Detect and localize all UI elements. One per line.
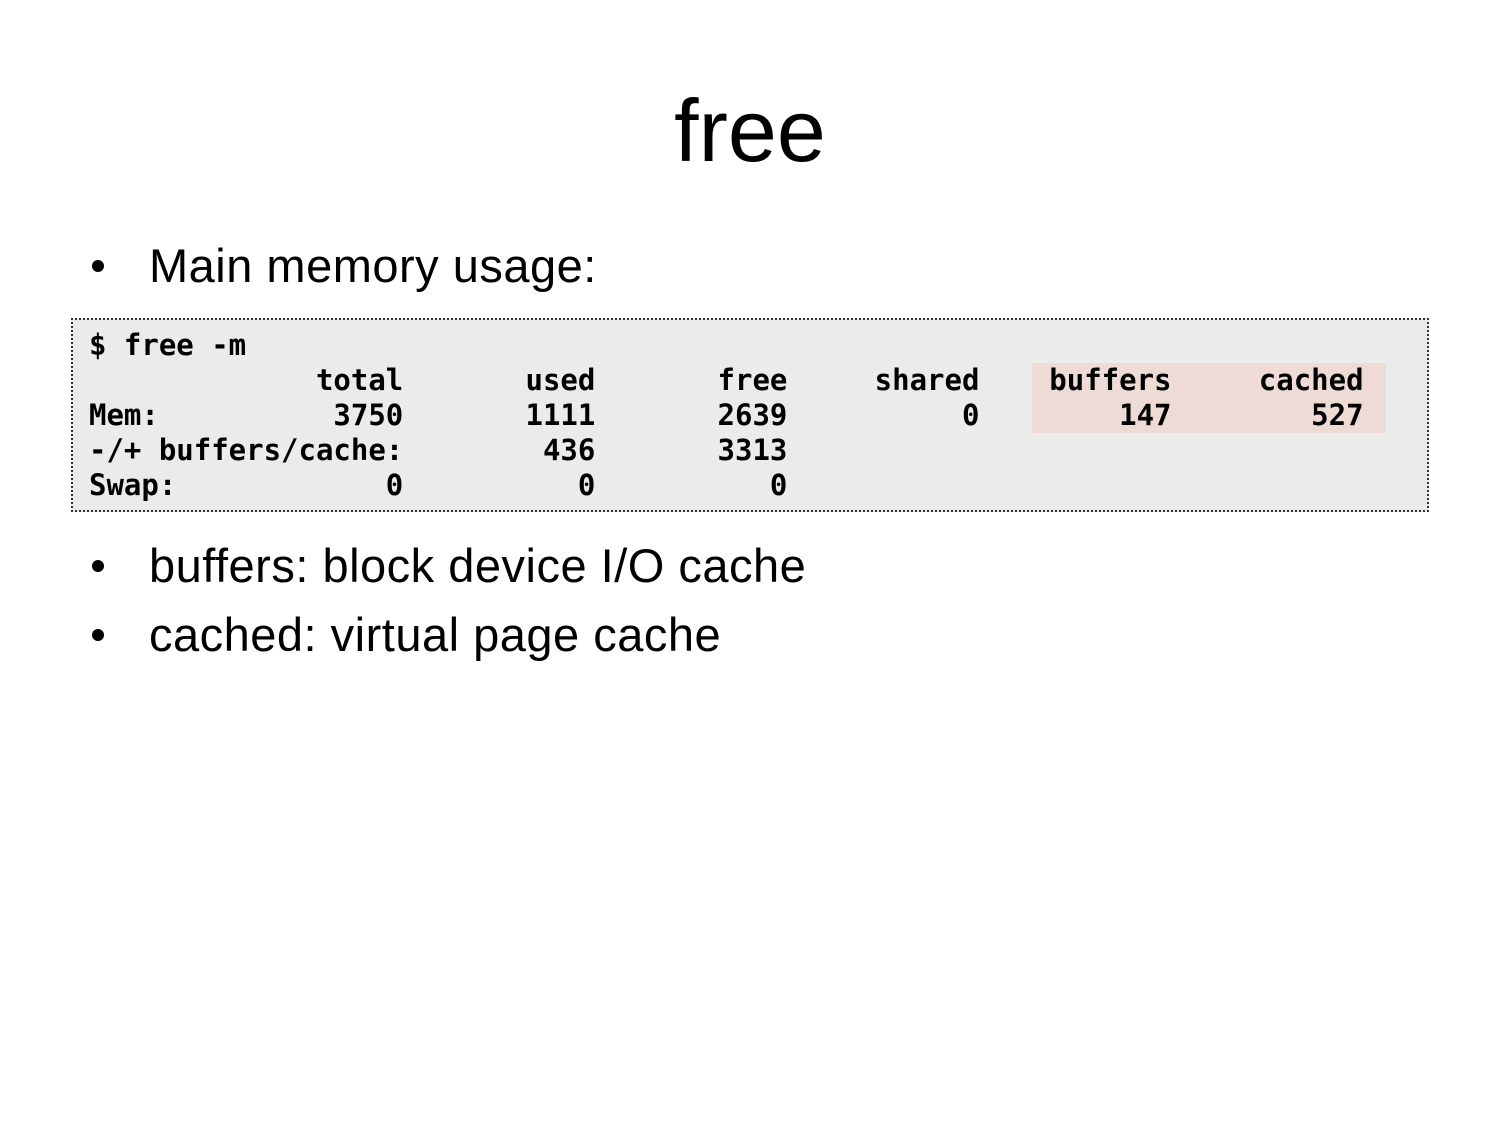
bullet-icon <box>92 260 104 272</box>
bullet-text-buffers: buffers: block device I/O cache <box>149 539 807 592</box>
page-title: free <box>674 81 826 180</box>
terminal-line-mem: Mem: 3750 1111 2639 0 147 527 <box>89 398 1364 432</box>
terminal-line-header: total used free shared buffers cached <box>89 363 1364 397</box>
terminal-output-box: $ free -m total used free shared buffers… <box>71 318 1429 512</box>
bullet-text-cached: cached: virtual page cache <box>149 608 722 661</box>
buffers-cached-highlight <box>1031 363 1387 433</box>
bullet-item-cached: cached: virtual page cache <box>92 610 721 660</box>
terminal-line-buffers-cache: -/+ buffers/cache: 436 3313 <box>89 433 788 467</box>
bullet-item-buffers: buffers: block device I/O cache <box>92 541 806 591</box>
terminal-line-command: $ free -m <box>89 328 247 362</box>
bullet-text-main-memory: Main memory usage: <box>149 239 597 292</box>
bullet-icon <box>92 560 104 572</box>
bullet-item-main-memory: Main memory usage: <box>92 241 597 291</box>
terminal-line-swap: Swap: 0 0 0 <box>89 468 788 502</box>
bullet-icon <box>92 629 104 641</box>
